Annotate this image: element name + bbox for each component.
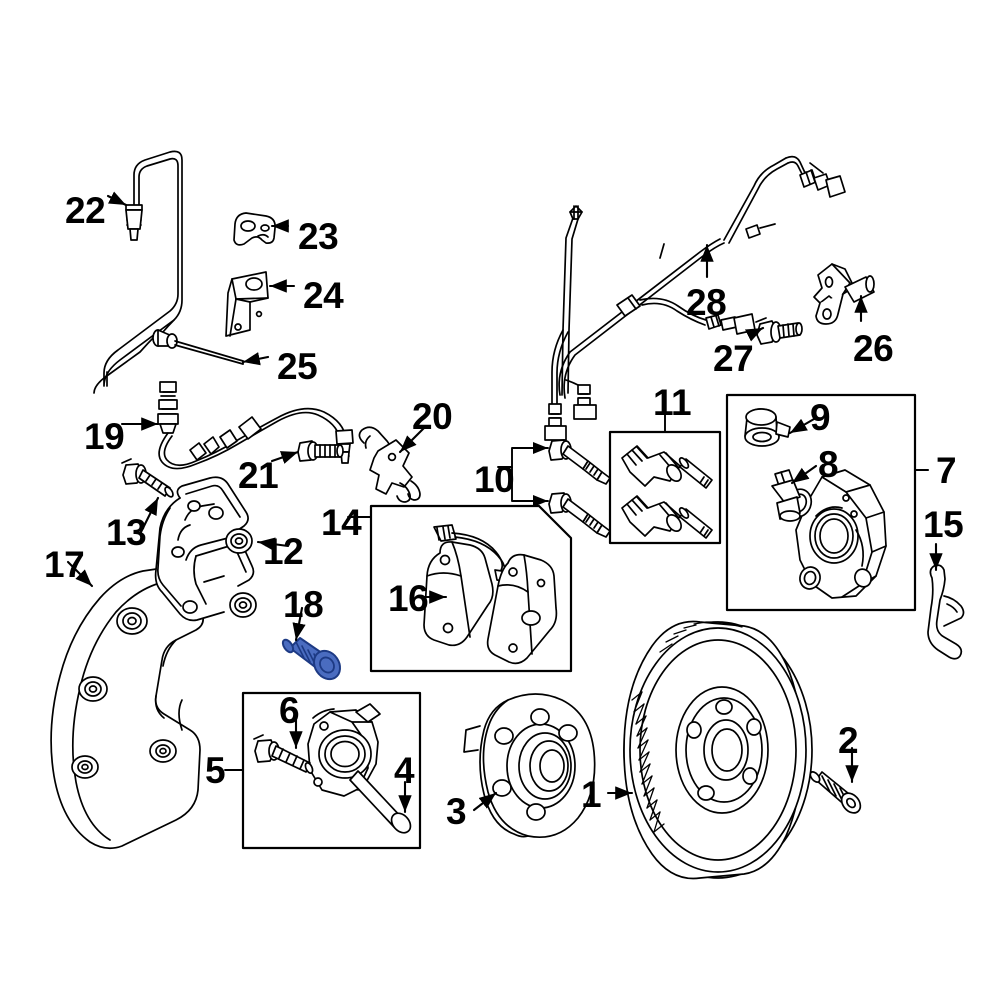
callout-20[interactable]: 20 [412, 396, 453, 437]
part-21-hose-bracket-bolt [297, 440, 344, 462]
callout-6[interactable]: 6 [279, 690, 300, 731]
part-20-hose-bracket-clip [358, 426, 421, 503]
callout-19[interactable]: 19 [84, 416, 125, 457]
leader-18 [292, 606, 306, 642]
part-9-bleeder-cap [744, 408, 791, 447]
part-24-line-mounting-bracket [225, 271, 269, 337]
callout-21[interactable]: 21 [238, 455, 279, 496]
part-22-lower-loop [93, 334, 157, 394]
callout-12[interactable]: 12 [263, 531, 304, 572]
leader-12 [256, 537, 290, 551]
part-23-line-retaining-clip [233, 212, 276, 246]
part-25-bracket-screw [152, 329, 244, 365]
leader-21 [270, 450, 300, 464]
callout-4[interactable]: 4 [394, 750, 415, 791]
callout-5[interactable]: 5 [205, 750, 226, 791]
part-3-wheel-hub [463, 693, 596, 838]
part-28-abs-wiring-harness [544, 155, 846, 441]
leader-27 [744, 326, 765, 342]
leader-lines [66, 191, 943, 814]
part-12-caliper-bracket [154, 476, 257, 622]
callout-13[interactable]: 13 [106, 512, 147, 553]
leader-13 [138, 496, 160, 536]
part-7-caliper-body [785, 469, 887, 599]
part-6-hub-bearing-bolt [224, 734, 314, 774]
callout-23[interactable]: 23 [298, 216, 339, 257]
callout-15[interactable]: 15 [923, 504, 964, 545]
leader-22 [106, 191, 128, 207]
callout-1[interactable]: 1 [581, 774, 602, 815]
callout-9[interactable]: 9 [810, 397, 831, 438]
callout-2[interactable]: 2 [838, 720, 859, 761]
leader-9 [788, 417, 816, 435]
leader-8 [790, 464, 818, 485]
part-26-abs-wheel-speed-sensor [813, 263, 875, 325]
leader-20 [398, 426, 426, 454]
callout-26[interactable]: 26 [853, 328, 894, 369]
part-27-abs-sensor-bolt [755, 317, 803, 345]
callout-16[interactable]: 16 [388, 578, 429, 619]
part-18-splash-shield-bolt-highlighted [281, 637, 342, 681]
callout-17[interactable]: 17 [44, 544, 85, 585]
part-11-contents [621, 405, 713, 539]
callout-8[interactable]: 8 [818, 444, 839, 485]
part-17-splash-shield [50, 566, 204, 850]
callout-7[interactable]: 7 [936, 450, 957, 491]
leader-3 [472, 791, 498, 812]
part-16-brake-pads [347, 516, 558, 665]
part-1-brake-rotor [623, 620, 813, 880]
part-2-rotor-retaining-screw [809, 771, 862, 814]
leader-25 [241, 352, 270, 366]
part-15-pad-wear-sensor-clip [927, 564, 965, 660]
part-4-hub-bearing-assembly [307, 703, 412, 834]
callout-10[interactable]: 10 [474, 459, 515, 500]
callout-18[interactable]: 18 [283, 584, 324, 625]
callout-11[interactable]: 11 [653, 382, 692, 423]
callout-27[interactable]: 27 [713, 338, 754, 379]
part-22-brake-line-tube [103, 150, 183, 387]
callout-22[interactable]: 22 [65, 190, 106, 231]
part-8-bleeder-valve [771, 469, 801, 522]
callout-3[interactable]: 3 [446, 791, 467, 832]
part-13-bracket-bolt [121, 458, 174, 498]
callout-28[interactable]: 28 [686, 282, 727, 323]
callout-24[interactable]: 24 [303, 275, 344, 316]
part-19-brake-hose [157, 381, 354, 470]
callout-14[interactable]: 14 [321, 502, 362, 543]
callout-25[interactable]: 25 [277, 346, 318, 387]
leader-17 [66, 560, 94, 588]
part-10-caliper-guide-bolts [497, 439, 611, 538]
